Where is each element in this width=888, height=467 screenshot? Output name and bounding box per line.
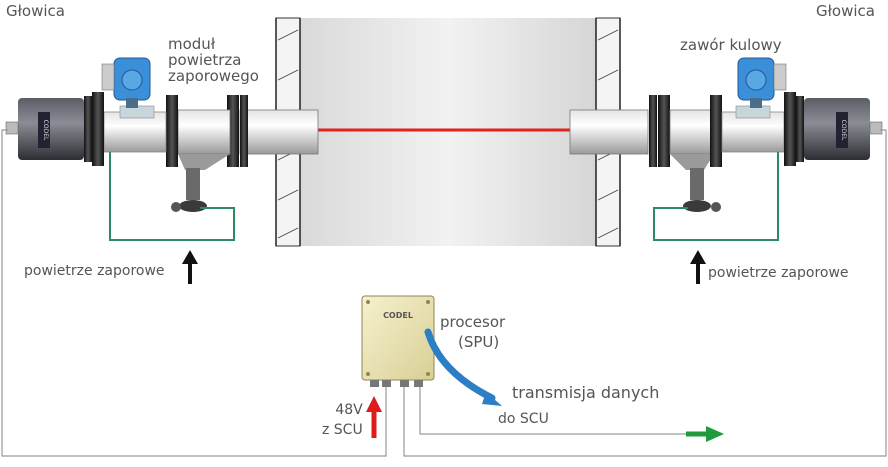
power-label: 48V z SCU	[322, 402, 363, 438]
cables	[1, 129, 887, 457]
right-assembly: CODEL	[569, 57, 883, 212]
processor-box: CODEL	[361, 295, 435, 387]
duct	[275, 17, 621, 247]
head-right-label: Głowica	[816, 2, 875, 20]
left-assembly: CODEL	[5, 57, 319, 212]
transmission-arrow	[424, 328, 502, 406]
purge-air-arrow-left	[182, 250, 198, 284]
processor-brand: CODEL	[383, 311, 413, 320]
data-arrow	[686, 426, 724, 442]
purge-module-label: moduł powietrza zaporowego	[168, 35, 259, 85]
head-left-brand: CODEL	[42, 120, 49, 141]
processor-label: procesor (SPU)	[440, 313, 506, 351]
purge-air-arrow-right	[690, 250, 706, 284]
purge-air-right-label: powietrze zaporowe	[708, 265, 849, 281]
purge-air-lines	[109, 152, 779, 241]
power-arrow	[366, 396, 382, 438]
head-left-label: Głowica	[6, 2, 65, 20]
purge-air-left-label: powietrze zaporowe	[24, 263, 165, 279]
ball-valve-label: zawór kulowy	[680, 36, 782, 54]
data-tx-label: transmisja danych	[512, 383, 660, 402]
to-scu-label: do SCU	[498, 411, 549, 427]
head-right-brand: CODEL	[840, 120, 847, 141]
